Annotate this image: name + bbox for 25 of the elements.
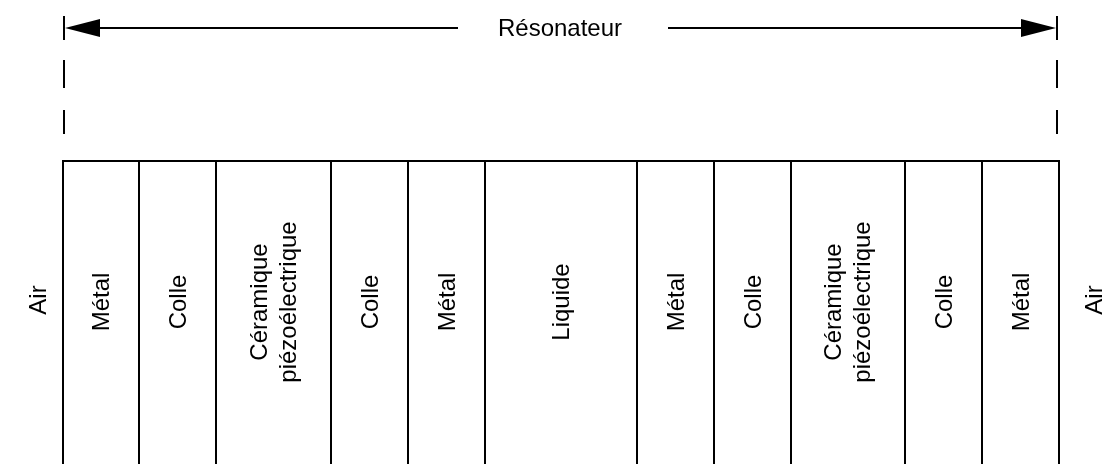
medium-label: Air xyxy=(1080,285,1108,315)
layer-column xyxy=(215,160,330,464)
layer-label: Métal xyxy=(661,271,690,334)
layer-label: Colle xyxy=(738,273,767,332)
layer-column xyxy=(484,160,636,464)
layer-column xyxy=(62,160,138,464)
layer-column xyxy=(981,160,1060,464)
layer-column xyxy=(636,160,713,464)
layer-column xyxy=(330,160,407,464)
layer-column xyxy=(138,160,215,464)
layer-column xyxy=(790,160,904,464)
dimension-label: Résonateur xyxy=(497,14,623,42)
layer-label: Céramique piézoélectrique xyxy=(244,220,302,385)
layer-label: Colle xyxy=(355,273,384,332)
layer-label: Colle xyxy=(163,273,192,332)
layer-label: Métal xyxy=(1006,271,1035,334)
layer-label: Métal xyxy=(86,271,115,334)
layer-column xyxy=(407,160,484,464)
layer-label: Liquide xyxy=(546,262,575,343)
layer-column xyxy=(713,160,790,464)
layer-label: Céramique piézoélectrique xyxy=(819,220,876,385)
layer-column xyxy=(904,160,981,464)
medium-label: Air xyxy=(24,285,52,315)
layer-label: Métal xyxy=(432,271,461,334)
layer-label: Colle xyxy=(929,273,958,332)
